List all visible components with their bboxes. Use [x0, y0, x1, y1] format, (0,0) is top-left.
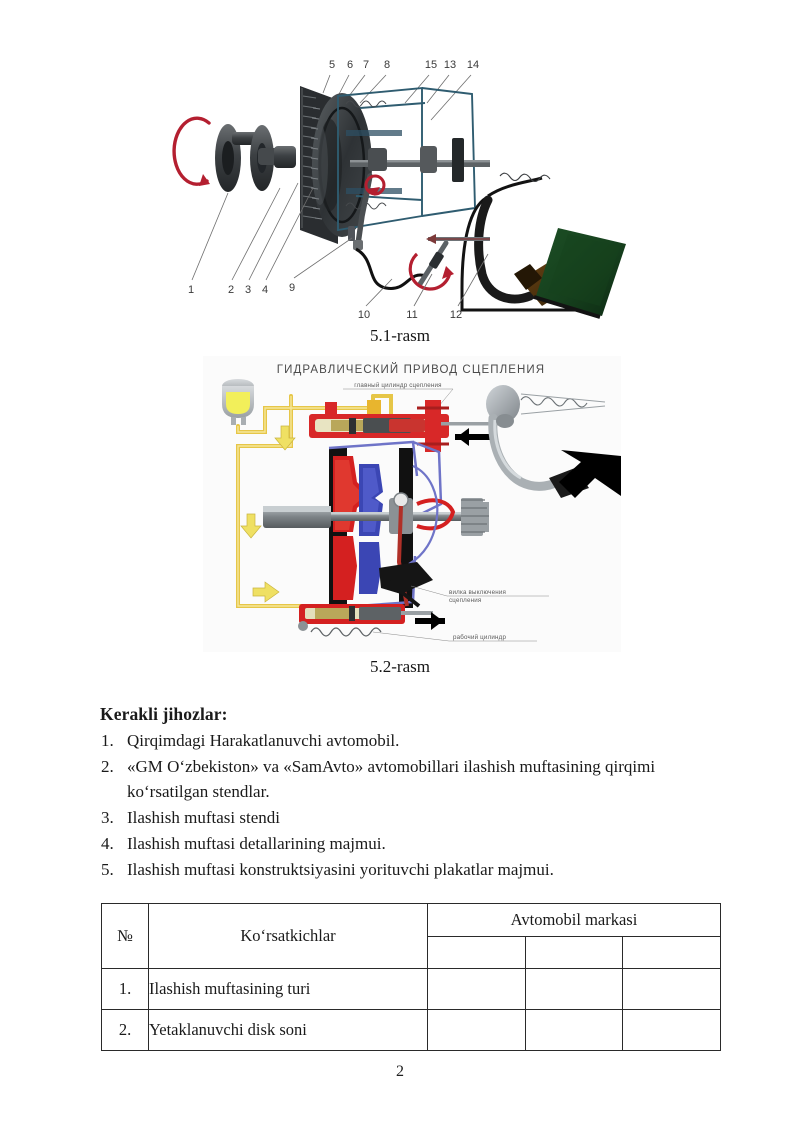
equipment-section: Kerakli jihozlar: Qirqimdagi Harakatlanu…	[100, 704, 748, 883]
table-cell-value[interactable]	[622, 968, 721, 1010]
list-item-text: Ilashish muftasi konstruktsiyasini yorit…	[127, 860, 554, 879]
svg-text:5: 5	[329, 59, 335, 71]
figure-5-2-caption: 5.2-rasm	[370, 657, 430, 676]
figure-5-2-labels: вилка выключения сцепления рабочий цилин…	[372, 585, 549, 642]
clutch-assembly-2	[263, 440, 489, 610]
figure-5-1-callouts-left: 1 2 3 4	[188, 182, 314, 296]
svg-text:4: 4	[262, 284, 268, 296]
table-cell-no: 1.	[101, 968, 149, 1010]
bellhousing-outline	[337, 86, 476, 232]
svg-text:3: 3	[245, 284, 251, 296]
input-shaft	[350, 138, 490, 182]
table-row: 1. Ilashish muftasining turi	[101, 968, 721, 1010]
table-cell-no: 2.	[101, 1009, 149, 1051]
label-release-fork: вилка выключения	[449, 589, 506, 596]
rotation-arrow-icon	[172, 116, 211, 186]
slave-cylinder-2	[298, 604, 433, 637]
flow-arrows	[240, 425, 296, 603]
list-item-text: «GM O‘zbekiston» va «SamAvto» avtomobill…	[127, 757, 656, 776]
svg-text:13: 13	[444, 59, 456, 71]
svg-text:7: 7	[363, 59, 369, 71]
list-item-text: Ilashish muftasi detallarining majmui.	[127, 834, 386, 853]
fluid-reservoir	[222, 379, 254, 425]
table-header-row-2	[102, 936, 721, 969]
svg-text:9: 9	[289, 282, 295, 294]
list-item: Ilashish muftasi detallarining majmui.	[100, 831, 748, 856]
flywheel	[310, 93, 372, 237]
list-item-text: Ilashish muftasi stendi	[127, 808, 280, 827]
svg-text:11: 11	[406, 309, 417, 321]
table-cell-value[interactable]	[622, 1009, 721, 1051]
list-item: «GM O‘zbekiston» va «SamAvto» avtomobill…	[100, 754, 748, 804]
figure-5-2: ГИДРАВЛИЧЕСКИЙ ПРИВОД СЦЕПЛЕНИЯ главный …	[203, 356, 621, 652]
table-cell-value[interactable]	[427, 968, 526, 1010]
release-fork	[353, 173, 386, 250]
arrow-right-slave	[415, 612, 445, 630]
label-slave-cylinder: рабочий цилиндр	[453, 634, 506, 641]
svg-text:8: 8	[384, 59, 390, 71]
svg-text:15: 15	[425, 59, 437, 71]
equipment-list: Qirqimdagi Harakatlanuvchi avtomobil. «G…	[100, 728, 748, 882]
label-master-cylinder: главный цилиндр сцепления	[354, 382, 441, 389]
table-cell-value[interactable]	[427, 1009, 526, 1051]
list-item-text-line2: ko‘rsatilgan stendlar.	[127, 782, 270, 801]
table-header-indicators: Ko‘rsatkichlar	[148, 903, 428, 969]
specification-table: № Ko‘rsatkichlar Avtomobil markasi 1. Il…	[101, 903, 721, 1051]
list-item: Qirqimdagi Harakatlanuvchi avtomobil.	[100, 728, 748, 753]
arrow-press-pedal	[559, 450, 621, 498]
svg-text:14: 14	[467, 59, 479, 71]
page-number: 2	[396, 1063, 404, 1080]
figure-5-2-title: ГИДРАВЛИЧЕСКИЙ ПРИВОД СЦЕПЛЕНИЯ	[277, 363, 545, 376]
table-header-row-1: № Ko‘rsatkichlar Avtomobil markasi	[101, 903, 721, 969]
specification-table-wrapper: № Ko‘rsatkichlar Avtomobil markasi 1. Il…	[101, 903, 721, 1051]
slave-cylinder	[408, 240, 454, 291]
svg-text:6: 6	[347, 59, 353, 71]
crankshaft-assembly	[215, 124, 296, 192]
table-header-brand-1[interactable]	[427, 936, 526, 969]
table-header-car-brand: Avtomobil markasi	[427, 903, 721, 937]
table-cell-indicator: Yetaklanuvchi disk soni	[148, 1009, 428, 1051]
table-header-no: №	[101, 903, 149, 969]
table-row: 2. Yetaklanuvchi disk soni	[101, 1009, 721, 1051]
master-cylinder	[309, 400, 501, 452]
list-item: Ilashish muftasi stendi	[100, 805, 748, 830]
svg-text:12: 12	[450, 309, 462, 321]
table-cell-value[interactable]	[524, 968, 624, 1010]
table-header-brand-2[interactable]	[524, 936, 624, 969]
section-heading: Kerakli jihozlar:	[100, 704, 228, 724]
figure-5-1: 5 6 7 8 15 13 14	[170, 48, 670, 323]
figure-5-1-callouts-bottom: 9 10 11 12	[289, 237, 489, 321]
svg-text:10: 10	[358, 309, 370, 321]
arrow-left-master	[455, 428, 491, 446]
pedal-assembly	[426, 172, 626, 319]
figure-5-1-caption: 5.1-rasm	[370, 326, 430, 345]
svg-text:1: 1	[188, 284, 194, 296]
table-cell-indicator: Ilashish muftasining turi	[148, 968, 428, 1010]
table-cell-value[interactable]	[524, 1009, 624, 1051]
list-item-text: Qirqimdagi Harakatlanuvchi avtomobil.	[127, 731, 400, 750]
list-item: Ilashish muftasi konstruktsiyasini yorit…	[100, 857, 748, 882]
label-release-fork-2: сцепления	[449, 597, 481, 604]
svg-text:2: 2	[228, 284, 234, 296]
table-header-brand-3[interactable]	[622, 936, 721, 969]
